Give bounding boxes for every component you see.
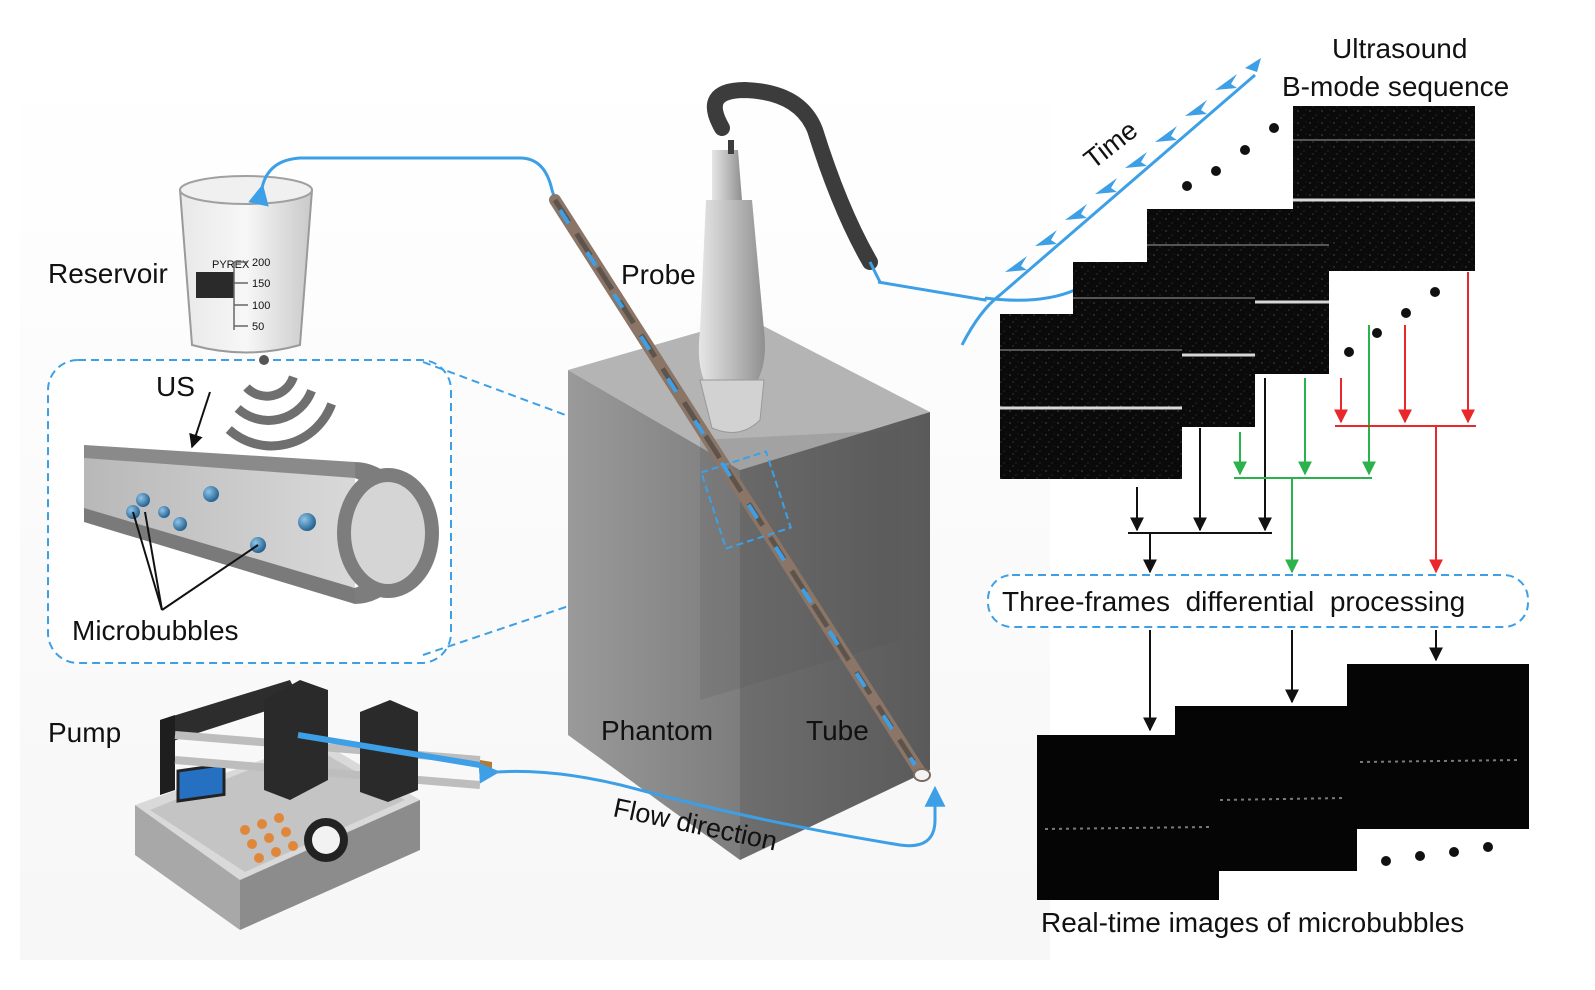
group-arrows-green	[1233, 325, 1376, 574]
beaker-mark-150: 150	[252, 278, 270, 290]
microbubbles-label: Microbubbles	[72, 615, 239, 646]
bmode-frame	[1000, 314, 1182, 479]
pump-label: Pump	[48, 717, 121, 748]
reservoir-beaker: PYREX 200 150 100 50	[178, 175, 314, 354]
ultrasound-probe	[698, 81, 878, 433]
us-label: US	[156, 371, 195, 402]
microbubble	[203, 486, 219, 502]
output-arrows	[1143, 630, 1443, 732]
beaker-brand: PYREX	[212, 259, 250, 271]
feed-flow-line	[478, 762, 946, 848]
group-arrows-black	[1128, 378, 1272, 574]
tube-label: Tube	[806, 715, 869, 746]
ultrasound-title-line2: B-mode sequence	[1282, 71, 1509, 102]
beaker-graduations: 200 150 100 50	[234, 257, 270, 333]
microbubble	[173, 517, 187, 531]
processing-box	[987, 574, 1529, 628]
phantom-label: Phantom	[601, 715, 713, 746]
microbubbles-pointers	[132, 511, 259, 611]
beaker-mark-100: 100	[252, 300, 270, 312]
processing-label: Three-frames differential processing	[1002, 586, 1465, 617]
microbubble	[136, 493, 150, 507]
syringe-pump	[135, 680, 492, 930]
us-arrow	[189, 391, 211, 449]
realtime-frame	[1037, 735, 1219, 900]
probe-signal-line	[868, 261, 882, 283]
sequence-ellipsis-mid	[1344, 287, 1440, 357]
beaker-mark-50: 50	[252, 321, 264, 333]
reservoir-label: Reservoir	[48, 258, 168, 289]
return-flow-line	[248, 156, 562, 216]
microbubble	[298, 513, 316, 531]
realtime-label: Real-time images of microbubbles	[1041, 907, 1464, 938]
group-arrows-red	[1334, 272, 1476, 574]
ultrasound-title-line1: Ultrasound	[1332, 33, 1467, 64]
cut-tube-illustration	[84, 445, 439, 604]
sequence-ellipsis-top	[1182, 123, 1279, 191]
time-arrow-chevrons	[1005, 58, 1261, 272]
zoom-region-marker	[700, 450, 792, 550]
output-ellipsis	[1381, 842, 1493, 866]
ultrasound-wave-icon	[225, 355, 336, 451]
beaker-mark-200: 200	[252, 257, 270, 269]
time-axis-line	[960, 73, 1256, 346]
microbubble	[158, 506, 170, 518]
microbubbles	[126, 486, 316, 553]
bmode-bracket	[984, 288, 1076, 302]
realtime-frame	[1347, 664, 1529, 829]
probe-label: Probe	[621, 259, 696, 290]
